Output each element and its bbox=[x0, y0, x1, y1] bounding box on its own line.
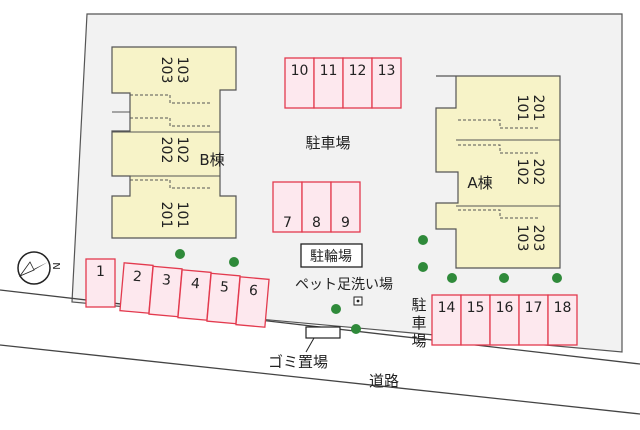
parking-label-side-char: 駐 bbox=[411, 296, 426, 314]
tree-icon bbox=[175, 249, 185, 259]
bicycle-parking: 駐輪場 bbox=[300, 243, 363, 268]
parking-slot-number: 1 bbox=[96, 264, 105, 280]
parking-slot-box bbox=[460, 294, 491, 346]
parking-slot-box bbox=[313, 57, 344, 109]
parking-slot-box bbox=[330, 181, 361, 233]
tree-icon bbox=[418, 262, 428, 272]
parking-row-single: 1 bbox=[85, 258, 116, 308]
parking-slot: 2 bbox=[119, 262, 154, 314]
tree-icon bbox=[447, 273, 457, 283]
parking-slot-box bbox=[272, 181, 303, 233]
parking-slot: 16 bbox=[489, 294, 520, 346]
parking-slot-number: 17 bbox=[525, 300, 543, 316]
north-label: N bbox=[52, 262, 63, 269]
garbage-station bbox=[305, 326, 341, 353]
parking-slot: 14 bbox=[431, 294, 462, 346]
parking-slot-number: 15 bbox=[467, 300, 485, 316]
road-edge-line bbox=[0, 344, 640, 415]
parking-slot-number: 2 bbox=[132, 269, 142, 286]
parking-slot-box bbox=[547, 294, 578, 346]
parking-slot-number: 9 bbox=[341, 215, 350, 231]
tree-icon bbox=[499, 273, 509, 283]
parking-slot: 11 bbox=[313, 57, 344, 109]
parking-label-side-char: 車 bbox=[411, 314, 426, 332]
building-a: 201 101 202 102 203 103 A棟 bbox=[435, 75, 561, 269]
parking-slot-number: 7 bbox=[283, 215, 292, 231]
tree-icon bbox=[351, 324, 361, 334]
tree-icon bbox=[229, 257, 239, 267]
parking-slot-number: 4 bbox=[190, 276, 200, 293]
pet-wash-icon bbox=[353, 296, 363, 306]
parking-slot-number: 6 bbox=[248, 283, 258, 300]
parking-slot bbox=[272, 181, 303, 233]
tree-icon bbox=[331, 304, 341, 314]
unit-label: 103 bbox=[174, 57, 190, 84]
parking-slot: 3 bbox=[148, 265, 183, 318]
bicycle-parking-label: 駐輪場 bbox=[310, 248, 352, 265]
unit-label: 201 bbox=[158, 202, 174, 229]
unit-label: 202 bbox=[530, 159, 546, 186]
parking-slot-number: 5 bbox=[219, 279, 229, 296]
parking-slot: 13 bbox=[371, 57, 402, 109]
parking-slot: 18 bbox=[547, 294, 578, 346]
unit-label: 203 bbox=[530, 225, 546, 252]
parking-slot: 5 bbox=[206, 272, 241, 325]
unit-label: 201 bbox=[530, 95, 546, 122]
tree-icon bbox=[552, 273, 562, 283]
unit-label: 102 bbox=[174, 137, 190, 164]
building-b-name: B棟 bbox=[199, 151, 224, 169]
parking-slot-box bbox=[284, 57, 315, 109]
parking-slot-box bbox=[518, 294, 549, 346]
pet-wash-label: ペット足洗い場 bbox=[295, 277, 393, 293]
unit-label: 102 bbox=[514, 159, 530, 186]
road-label: 道路 bbox=[369, 372, 399, 390]
parking-slot bbox=[301, 181, 332, 233]
parking-label-side-char: 場 bbox=[411, 332, 426, 350]
parking-slot-box bbox=[431, 294, 462, 346]
unit-label: 202 bbox=[158, 137, 174, 164]
unit-label: 101 bbox=[174, 202, 190, 229]
parking-slot-number: 3 bbox=[161, 272, 171, 289]
parking-label-center: 駐車場 bbox=[305, 134, 350, 152]
north-arrow-icon bbox=[17, 251, 51, 285]
parking-slot-box bbox=[235, 276, 270, 328]
parking-slot: 12 bbox=[342, 57, 373, 109]
parking-slot-number: 16 bbox=[496, 300, 514, 316]
parking-row-bottom-right: 14 15 16 17 18 bbox=[431, 294, 578, 346]
parking-slot: 1 bbox=[85, 258, 116, 308]
building-a-name: A棟 bbox=[467, 174, 492, 192]
unit-label: 101 bbox=[514, 95, 530, 122]
parking-slot-number: 14 bbox=[438, 300, 456, 316]
trees bbox=[175, 235, 562, 334]
building-b: 203 103 202 102 201 101 B棟 bbox=[111, 46, 237, 239]
unit-label: 203 bbox=[158, 57, 174, 84]
garbage-label: ゴミ置場 bbox=[268, 353, 328, 371]
parking-slot-number: 8 bbox=[312, 215, 321, 231]
unit-label: 103 bbox=[514, 225, 530, 252]
parking-slot-box bbox=[85, 258, 116, 308]
parking-slot-number: 10 bbox=[291, 63, 309, 79]
parking-slot-number: 11 bbox=[320, 63, 338, 79]
parking-row-bottom-left: 2 3 4 5 6 bbox=[119, 262, 270, 328]
parking-slot bbox=[330, 181, 361, 233]
parking-slot-box bbox=[489, 294, 520, 346]
parking-slot: 17 bbox=[518, 294, 549, 346]
parking-slot-number: 18 bbox=[554, 300, 572, 316]
parking-row-middle: 7 8 9 bbox=[272, 181, 361, 233]
parking-slot-box bbox=[371, 57, 402, 109]
parking-slot: 4 bbox=[177, 269, 212, 321]
parking-slot: 15 bbox=[460, 294, 491, 346]
parking-slot-number: 12 bbox=[349, 63, 367, 79]
parking-label-side: 駐 車 場 bbox=[411, 296, 426, 350]
parking-slot: 6 bbox=[235, 276, 270, 328]
parking-row-top: 10 11 12 13 bbox=[284, 57, 402, 109]
tree-icon bbox=[418, 235, 428, 245]
parking-slot-number: 13 bbox=[378, 63, 396, 79]
parking-slot-box bbox=[301, 181, 332, 233]
parking-slot: 10 bbox=[284, 57, 315, 109]
